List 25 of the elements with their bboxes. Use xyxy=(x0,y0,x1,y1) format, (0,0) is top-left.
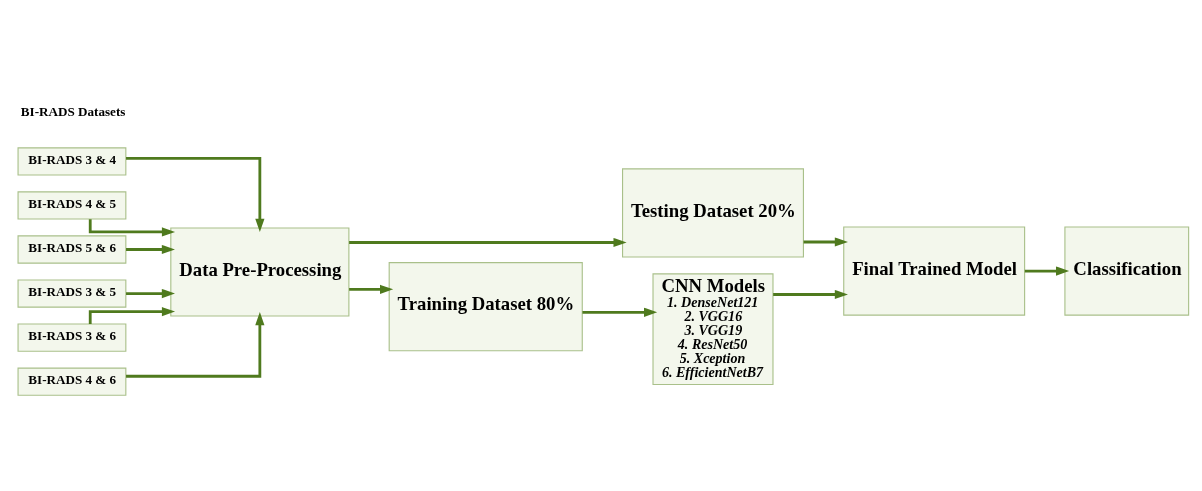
arrow xyxy=(803,236,848,247)
label: BI-RADS Datasets xyxy=(20,103,126,119)
arrow xyxy=(349,284,394,294)
node-box: Training Dataset 80% xyxy=(388,261,583,351)
arrow xyxy=(773,289,848,299)
node-box: Testing Dataset 20% xyxy=(622,167,804,258)
arrow xyxy=(126,156,265,232)
arrow xyxy=(349,237,627,247)
node-box: BI-RADS 5 & 6 xyxy=(17,234,127,264)
arrow xyxy=(126,288,175,298)
arrow xyxy=(88,218,176,237)
arrow xyxy=(126,244,175,254)
node-box: Final Trained Model xyxy=(843,225,1026,316)
node-box: Classification xyxy=(1064,225,1190,316)
node-box: BI-RADS 3 & 4 xyxy=(17,146,127,176)
arrow xyxy=(582,307,658,317)
arrow xyxy=(126,311,265,378)
node-box: BI-RADS 4 & 6 xyxy=(17,367,127,396)
node-box: BI-RADS 3 & 6 xyxy=(17,322,127,352)
arrow xyxy=(88,306,176,324)
arrow xyxy=(1024,265,1070,276)
node-box: Data Pre-Processing xyxy=(170,226,350,317)
node-box: BI-RADS 3 & 5 xyxy=(17,278,127,308)
node-box: BI-RADS 4 & 5 xyxy=(17,190,127,220)
node-box: CNN Models 1. DenseNet121 2. VGG16 3. VGG19 4. ResNet50 5. Xception 6. EfficientNetB7 xyxy=(652,272,774,385)
